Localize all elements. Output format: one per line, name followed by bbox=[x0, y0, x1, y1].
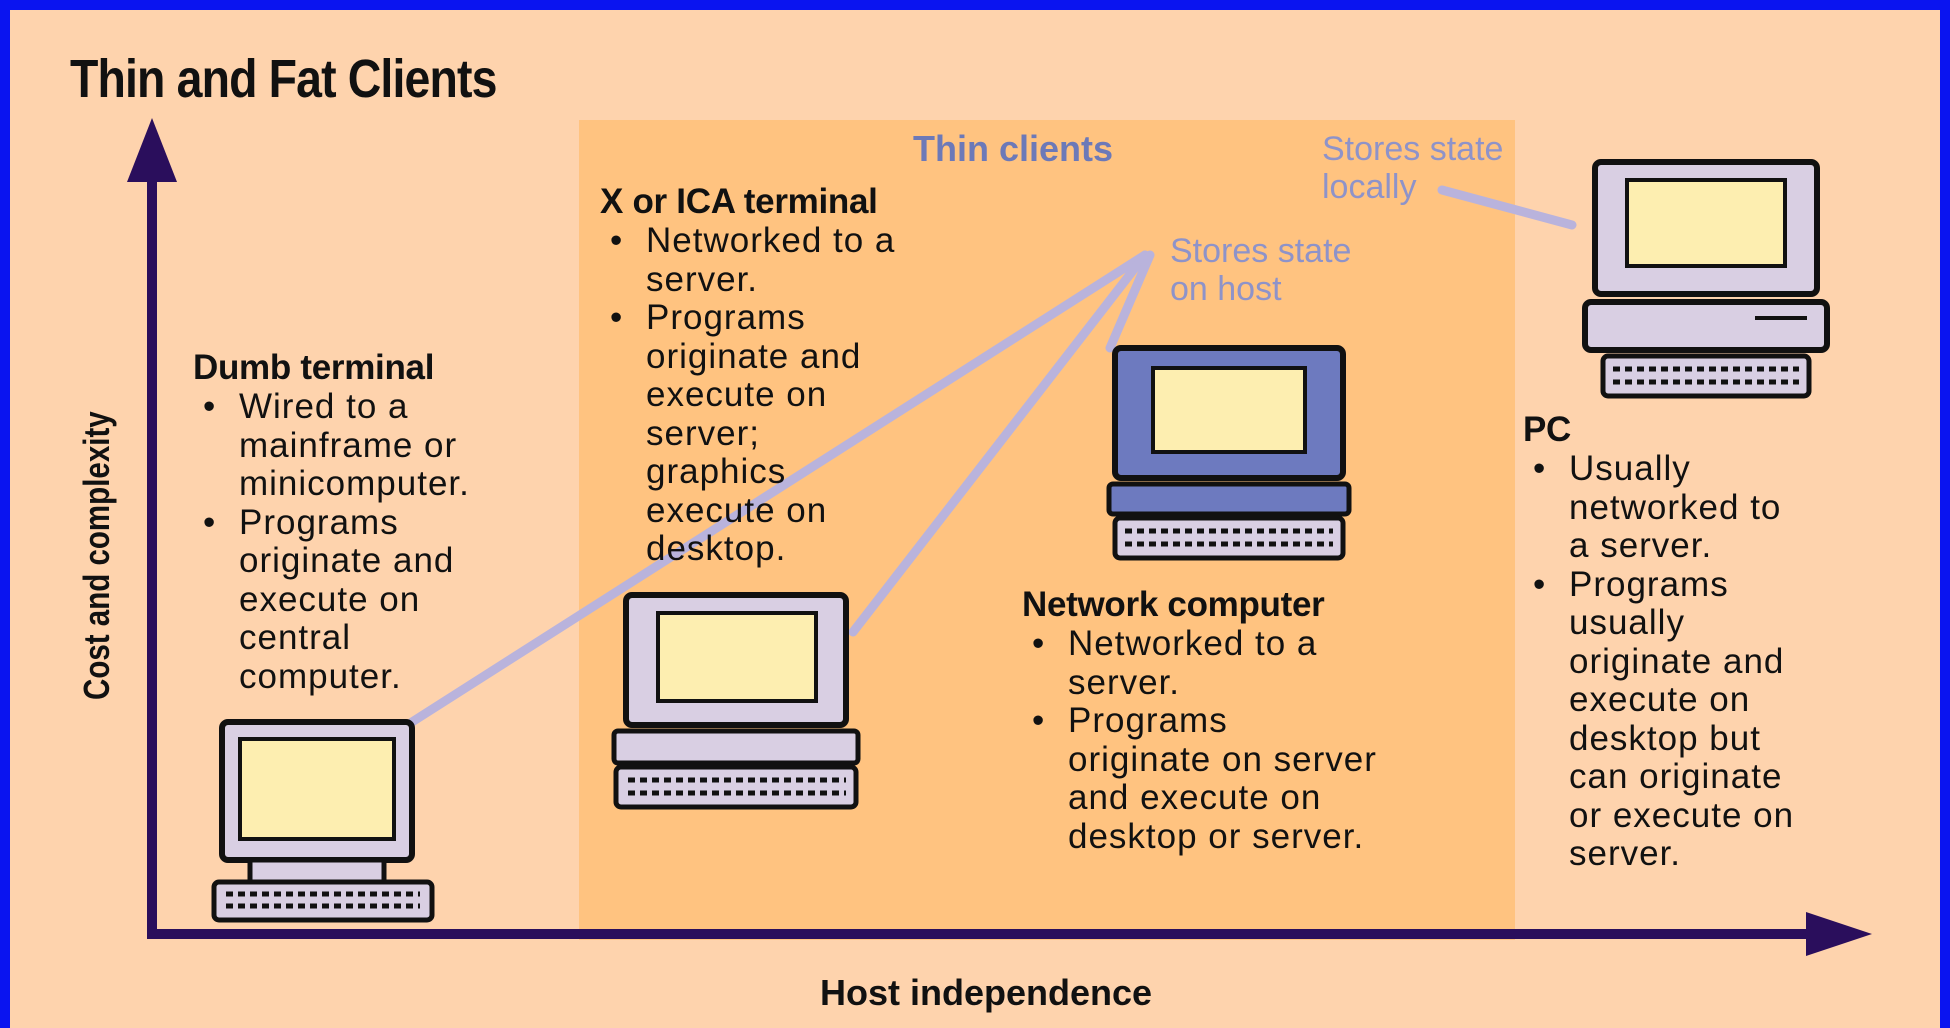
list-item: Programs originate and execute on server… bbox=[600, 298, 895, 569]
list-item: Programs usually originate and execute o… bbox=[1523, 565, 1794, 874]
network-computer-icon bbox=[1106, 345, 1352, 561]
list-item: Wired to a mainframe or minicomputer. bbox=[193, 387, 470, 504]
y-axis-arrowhead bbox=[127, 118, 177, 182]
client-points: Wired to a mainframe or minicomputer. Pr… bbox=[193, 387, 470, 697]
pc-computer-icon bbox=[1582, 159, 1830, 399]
callout-line-network bbox=[1105, 250, 1155, 353]
list-item: Networked to a server. bbox=[1022, 624, 1377, 702]
x-terminal-computer-icon bbox=[611, 592, 861, 810]
client-name: Network computer bbox=[1022, 585, 1325, 624]
callout-line-x-terminal bbox=[848, 250, 1150, 637]
y-axis-label: Cost and complexity bbox=[76, 411, 117, 700]
x-axis-arrowhead bbox=[1806, 912, 1872, 956]
client-name: Dumb terminal bbox=[193, 348, 435, 387]
callout-stores-state-on-host: Stores state on host bbox=[1170, 232, 1352, 308]
client-block-dumb-terminal: Dumb terminal Wired to a mainframe or mi… bbox=[193, 348, 470, 696]
callout-line-pc bbox=[1437, 185, 1577, 230]
list-item: Usually networked to a server. bbox=[1523, 449, 1794, 566]
callout-stores-state-locally: Stores state locally bbox=[1322, 130, 1504, 206]
thin-clients-label: Thin clients bbox=[913, 128, 1114, 169]
client-points: Networked to a server. Programs originat… bbox=[600, 221, 895, 569]
list-item: Programs originate and execute on centra… bbox=[193, 503, 470, 697]
list-item: Networked to a server. bbox=[600, 221, 895, 299]
client-name: X or ICA terminal bbox=[600, 182, 878, 221]
client-name: PC bbox=[1523, 410, 1572, 449]
client-points: Usually networked to a server. Programs … bbox=[1523, 449, 1794, 874]
diagram-graphics bbox=[127, 118, 1872, 956]
client-block-pc: PC Usually networked to a server. Progra… bbox=[1523, 410, 1794, 874]
list-item: Programs originate on server and execute… bbox=[1022, 701, 1377, 856]
client-block-network-computer: Network computer Networked to a server. … bbox=[1022, 585, 1377, 856]
client-points: Networked to a server. Programs originat… bbox=[1022, 624, 1377, 856]
dumb-terminal-computer-icon bbox=[211, 719, 435, 923]
x-axis-label: Host independence bbox=[820, 972, 1153, 1013]
diagram-title: Thin and Fat Clients bbox=[70, 49, 497, 109]
diagram-panel: Thin and Fat Clients Thin clients Stores… bbox=[10, 10, 1940, 1028]
client-block-x-ica-terminal: X or ICA terminal Networked to a server.… bbox=[600, 182, 895, 569]
